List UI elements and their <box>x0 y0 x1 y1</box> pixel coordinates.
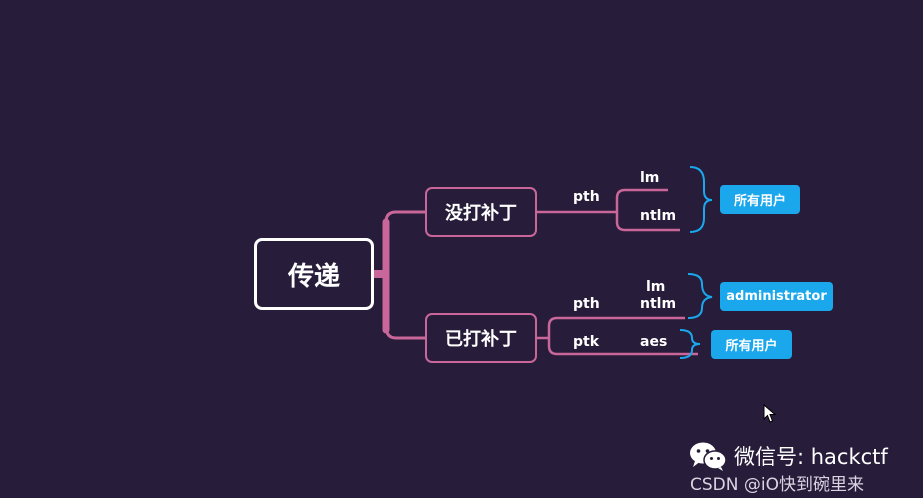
method-label-pth-patched[interactable]: pth <box>573 296 600 312</box>
method-label-ptk-patched[interactable]: ptk <box>573 334 600 350</box>
root-node[interactable]: 传递 <box>254 238 374 310</box>
connector-b1-ntlm <box>615 212 680 232</box>
bracket-branch-2-ptk <box>679 329 701 359</box>
hash-label-ntlm-patched[interactable]: ntlm <box>640 296 677 312</box>
mouse-cursor-icon <box>763 404 777 423</box>
hash-label-lm-patched[interactable]: lm <box>646 279 666 295</box>
hash-label-ntlm-unpatched[interactable]: ntlm <box>640 208 677 224</box>
connector-trunk-to-branch-1 <box>384 210 425 223</box>
wechat-id-text: 微信号: hackctf <box>734 445 888 469</box>
wechat-watermark: 微信号: hackctf <box>688 440 888 472</box>
connector-b2-ptk <box>547 338 698 356</box>
connector-b2-pth <box>547 316 685 338</box>
result-tag-administrator[interactable]: administrator <box>720 282 833 311</box>
connector-b1-lm <box>615 188 668 212</box>
method-label-pth-unpatched[interactable]: pth <box>573 189 600 205</box>
branch-node-patched[interactable]: 已打补丁 <box>425 313 537 363</box>
hash-label-lm-unpatched[interactable]: lm <box>640 170 660 186</box>
hash-label-aes-patched[interactable]: aes <box>640 334 668 350</box>
result-tag-all-users-unpatched[interactable]: 所有用户 <box>720 185 800 214</box>
branch-node-unpatched[interactable]: 没打补丁 <box>425 187 537 237</box>
csdn-watermark: CSDN @iO快到碗里来 <box>690 475 864 495</box>
connector-trunk-to-branch-2 <box>384 325 425 340</box>
bracket-branch-1 <box>689 166 713 233</box>
bracket-branch-2-pth <box>687 273 713 319</box>
wechat-icon <box>690 442 727 471</box>
result-tag-all-users-patched[interactable]: 所有用户 <box>711 330 792 359</box>
